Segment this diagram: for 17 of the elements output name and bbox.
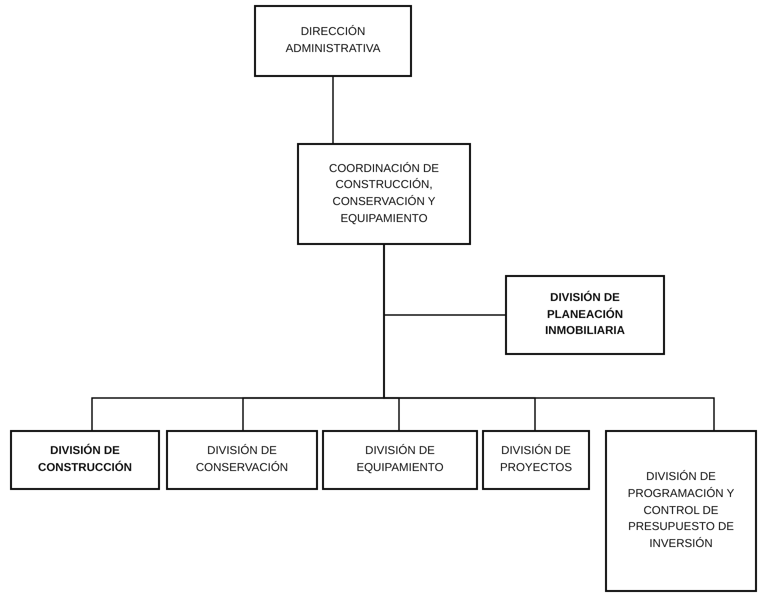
org-box: [166, 430, 318, 490]
org-box: [322, 430, 478, 490]
org-box: [482, 430, 590, 490]
org-box: [505, 275, 665, 355]
org-box: [297, 143, 471, 245]
box-label: DIVISIÓN DE PROGRAMACIÓN Y CONTROL DE PRESUPUESTO DE INVERSIÓN: [626, 469, 736, 552]
org-box: [605, 430, 757, 592]
box-label: COORDINACIÓN DE CONSTRUCCIÓN, CONSERVACIÓN Y EQUIPAMIENTO: [328, 161, 440, 227]
box-label: DIVISIÓN DE PLANEACIÓN INMOBILIARIA: [544, 290, 626, 340]
org-box: [10, 430, 160, 490]
box-label: DIRECCIÓN ADMINISTRATIVA: [284, 24, 382, 57]
box-label: DIVISIÓN DE CONSTRUCCIÓN: [37, 443, 133, 476]
connector-line: [332, 77, 334, 143]
box-label: DIVISIÓN DE PROYECTOS: [499, 443, 573, 476]
box-label: DIVISIÓN DE EQUIPAMIENTO: [355, 443, 445, 476]
box-label: DIVISIÓN DE CONSERVACIÓN: [194, 443, 290, 476]
org-box: [254, 5, 412, 77]
